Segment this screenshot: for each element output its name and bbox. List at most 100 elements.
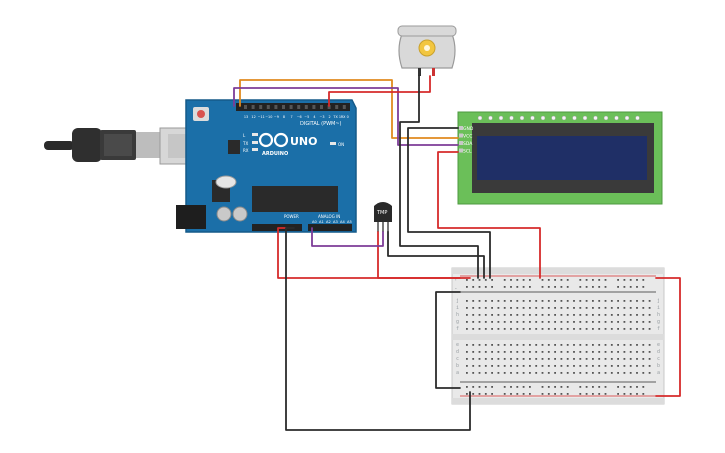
breadboard-hole[interactable] [617,328,619,330]
breadboard-hole[interactable] [497,372,500,374]
breadboard-hole[interactable] [629,365,632,367]
breadboard-hole[interactable] [566,386,569,388]
breadboard-hole[interactable] [497,351,500,353]
breadboard-hole[interactable] [560,365,563,367]
breadboard-hole[interactable] [503,300,506,302]
breadboard-hole[interactable] [535,358,538,360]
breadboard-hole[interactable] [585,344,588,346]
breadboard-hole[interactable] [516,279,519,281]
breadboard-hole[interactable] [617,314,619,316]
breadboard-hole[interactable] [585,286,588,288]
breadboard-hole[interactable] [648,372,651,374]
breadboard-hole[interactable] [516,386,519,388]
breadboard-hole[interactable] [604,286,607,288]
breadboard-hole[interactable] [566,321,569,323]
breadboard-hole[interactable] [592,358,594,360]
breadboard-hole[interactable] [541,286,544,288]
breadboard-hole[interactable] [604,314,607,316]
breadboard-hole[interactable] [472,386,475,388]
breadboard-hole[interactable] [566,314,569,316]
breadboard-hole[interactable] [554,279,556,281]
breadboard-hole[interactable] [529,307,531,309]
breadboard-hole[interactable] [617,344,619,346]
digital-pin[interactable] [320,105,323,109]
breadboard-hole[interactable] [648,314,651,316]
breadboard-hole[interactable] [585,351,588,353]
breadboard-hole[interactable] [541,358,544,360]
breadboard-hole[interactable] [648,351,651,353]
lcd-pin[interactable] [459,141,463,145]
breadboard-hole[interactable] [510,314,512,316]
breadboard-hole[interactable] [636,358,638,360]
breadboard-hole[interactable] [629,300,632,302]
breadboard-hole[interactable] [522,344,525,346]
breadboard-hole[interactable] [529,300,531,302]
breadboard-hole[interactable] [579,344,582,346]
breadboard-hole[interactable] [617,372,619,374]
breadboard-hole[interactable] [541,365,544,367]
breadboard-hole[interactable] [516,321,519,323]
breadboard-hole[interactable] [472,344,475,346]
breadboard-hole[interactable] [516,328,519,330]
breadboard-hole[interactable] [585,307,588,309]
breadboard-hole[interactable] [503,365,506,367]
breadboard-hole[interactable] [491,314,493,316]
breadboard-hole[interactable] [541,300,544,302]
breadboard-hole[interactable] [592,365,594,367]
breadboard-hole[interactable] [484,300,487,302]
breadboard-hole[interactable] [636,300,638,302]
breadboard-hole[interactable] [472,279,475,281]
breadboard-hole[interactable] [566,393,569,395]
breadboard-hole[interactable] [560,351,563,353]
breadboard-hole[interactable] [636,351,638,353]
lcd-pin[interactable] [459,133,463,138]
breadboard-hole[interactable] [579,307,582,309]
breadboard-hole[interactable] [629,386,632,388]
breadboard-hole[interactable] [566,286,569,288]
breadboard-hole[interactable] [529,286,531,288]
breadboard-hole[interactable] [560,344,563,346]
breadboard-hole[interactable] [541,393,544,395]
breadboard-hole[interactable] [566,279,569,281]
breadboard-hole[interactable] [535,372,538,374]
breadboard-hole[interactable] [566,365,569,367]
breadboard-hole[interactable] [560,286,563,288]
breadboard-hole[interactable] [484,321,487,323]
breadboard-hole[interactable] [642,314,645,316]
breadboard-hole[interactable] [466,286,468,288]
breadboard-hole[interactable] [579,358,582,360]
breadboard-hole[interactable] [522,279,525,281]
breadboard-hole[interactable] [516,351,519,353]
dc-power-jack[interactable] [176,205,206,229]
breadboard-hole[interactable] [604,372,607,374]
breadboard-hole[interactable] [554,300,556,302]
breadboard-hole[interactable] [617,393,619,395]
breadboard-hole[interactable] [604,279,607,281]
breadboard-hole[interactable] [566,300,569,302]
breadboard-hole[interactable] [503,314,506,316]
breadboard-hole[interactable] [623,386,626,388]
breadboard-hole[interactable] [535,351,538,353]
breadboard-hole[interactable] [478,365,481,367]
breadboard-hole[interactable] [472,321,475,323]
breadboard-hole[interactable] [648,328,651,330]
breadboard-hole[interactable] [617,307,619,309]
breadboard-hole[interactable] [598,393,601,395]
breadboard-hole[interactable] [598,351,601,353]
breadboard-hole[interactable] [629,314,632,316]
breadboard-hole[interactable] [610,344,613,346]
breadboard-hole[interactable] [617,286,619,288]
breadboard-hole[interactable] [642,358,645,360]
breadboard-hole[interactable] [484,344,487,346]
breadboard-hole[interactable] [598,365,601,367]
digital-pin[interactable] [312,105,316,109]
breadboard-hole[interactable] [598,279,601,281]
breadboard-hole[interactable] [560,372,563,374]
breadboard-hole[interactable] [554,321,556,323]
breadboard-hole[interactable] [478,358,481,360]
breadboard-hole[interactable] [648,358,651,360]
breadboard-hole[interactable] [554,365,556,367]
breadboard-hole[interactable] [547,386,550,388]
breadboard-hole[interactable] [566,372,569,374]
